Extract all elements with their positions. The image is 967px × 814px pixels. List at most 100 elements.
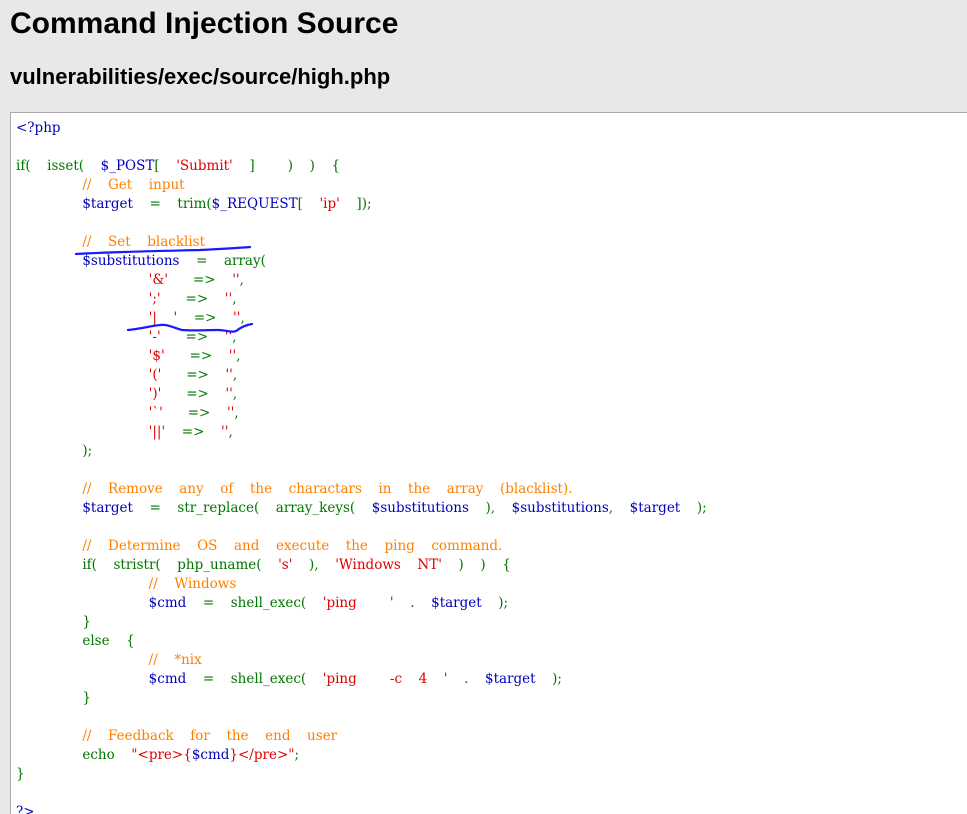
code-keyword [16, 595, 149, 611]
code-variable: $_POST [100, 158, 155, 174]
code-keyword [16, 291, 149, 307]
code-variable: $target [82, 500, 133, 516]
code-keyword [16, 424, 149, 440]
code-line: $cmd = shell_exec( 'ping -c 4 ' . $targe… [16, 670, 707, 689]
code-string: '&' [148, 272, 169, 288]
code-string: 'ping ' [322, 595, 394, 611]
code-keyword: => [168, 272, 233, 288]
code-variable: ?> [16, 804, 35, 814]
code-keyword: ), [468, 500, 512, 516]
code-variable: <?php [16, 120, 61, 136]
code-line: $target = str_replace( array_keys( $subs… [16, 499, 706, 518]
code-string: '' [224, 329, 233, 345]
code-string: 'ip' [319, 196, 340, 212]
code-variable: $substitutions [511, 500, 609, 516]
code-keyword [16, 671, 149, 687]
code-comment: // Feedback for the end user [82, 728, 338, 744]
code-keyword [16, 272, 149, 288]
code-keyword: } [16, 766, 25, 782]
code-line: <?php [16, 119, 707, 138]
code-keyword: , [608, 500, 630, 516]
code-variable: $target [629, 500, 681, 516]
code-string: '$' [148, 348, 165, 364]
code-line: } [16, 765, 707, 784]
code-string: }</pre>" [229, 747, 295, 763]
code-string: 'Submit' [176, 158, 233, 174]
code-keyword: = shell_exec( [186, 671, 323, 687]
code-comment: // Determine OS and execute the ping com… [82, 538, 503, 554]
code-keyword [16, 253, 82, 269]
code-keyword: else { [16, 633, 135, 649]
code-line: '&' => '', [16, 271, 707, 290]
code-variable: $substitutions [371, 500, 469, 516]
code-line: ​ [16, 784, 707, 803]
code-keyword: ); [16, 443, 93, 459]
page-title: Command Injection Source [10, 7, 399, 40]
code-keyword: , [232, 291, 237, 307]
code-variable: $substitutions [82, 253, 180, 269]
code-line: else { [16, 632, 707, 651]
code-keyword: => [165, 424, 221, 440]
code-keyword: => [162, 405, 227, 421]
code-line: ​ [16, 214, 707, 233]
code-keyword: [ [154, 158, 177, 174]
code-keyword: ; [294, 747, 300, 763]
code-string: '`' [148, 405, 163, 421]
code-keyword: , [232, 329, 237, 345]
code-keyword: = trim( [132, 196, 212, 212]
code-line: $target = trim($_REQUEST[ 'ip' ]); [16, 195, 707, 214]
code-keyword: [ [297, 196, 320, 212]
code-keyword [16, 728, 82, 744]
code-line: // Get input [16, 176, 707, 195]
code-keyword: ) ) { [441, 557, 511, 573]
code-variable: $_REQUEST [211, 196, 298, 212]
code-keyword [16, 576, 149, 592]
code-line: // Remove any of the charactars in the a… [16, 480, 707, 499]
code-line: // Set blacklist [16, 233, 707, 252]
code-keyword: , [236, 348, 241, 364]
code-string: '' [224, 291, 233, 307]
code-string: '' [226, 405, 235, 421]
code-keyword: , [234, 405, 239, 421]
code-keyword: => [160, 291, 225, 307]
code-string: '' [225, 386, 233, 402]
code-keyword: = str_replace( array_keys( [132, 500, 372, 516]
code-keyword [16, 367, 149, 383]
code-line: ')' => '', [16, 385, 707, 404]
code-string: '' [232, 272, 240, 288]
code-keyword: ); [535, 671, 562, 687]
code-line: // Feedback for the end user [16, 727, 707, 746]
code-line: if( isset( $_POST[ 'Submit' ] ) ) { [16, 157, 707, 176]
code-line: ​ [16, 461, 707, 480]
code-string: ';' [148, 291, 161, 307]
code-comment: // Remove any of the charactars in the a… [82, 481, 573, 497]
code-keyword: = array( [179, 253, 266, 269]
php-source-code: <?php ​ if( isset( $_POST[ 'Submit' ] ) ) … [16, 119, 707, 814]
code-keyword: ); [481, 595, 509, 611]
code-keyword: => [161, 386, 226, 402]
code-comment: // Set blacklist [82, 234, 206, 250]
code-string: 'ping -c 4 ' [322, 671, 448, 687]
code-keyword: . [393, 595, 432, 611]
code-variable: $target [82, 196, 133, 212]
code-keyword [16, 196, 82, 212]
code-keyword: , [239, 272, 244, 288]
code-string: '' [221, 424, 229, 440]
code-keyword: if( stristr( php_uname( [16, 557, 279, 573]
code-keyword: => [177, 310, 234, 326]
code-keyword [16, 652, 149, 668]
code-string: '| ' [148, 310, 178, 326]
code-line: } [16, 689, 707, 708]
code-string: '' [228, 348, 237, 364]
code-keyword: } [16, 614, 91, 630]
code-keyword: ]); [339, 196, 372, 212]
code-keyword: , [232, 386, 238, 402]
code-string: '||' [148, 424, 166, 440]
code-string: 'Windows NT' [335, 557, 442, 573]
code-line: $substitutions = array( [16, 252, 707, 271]
code-string: '' [233, 310, 241, 326]
code-line: '(' => '', [16, 366, 707, 385]
code-keyword [16, 329, 149, 345]
code-keyword: } [16, 690, 91, 706]
code-keyword: => [160, 329, 225, 345]
